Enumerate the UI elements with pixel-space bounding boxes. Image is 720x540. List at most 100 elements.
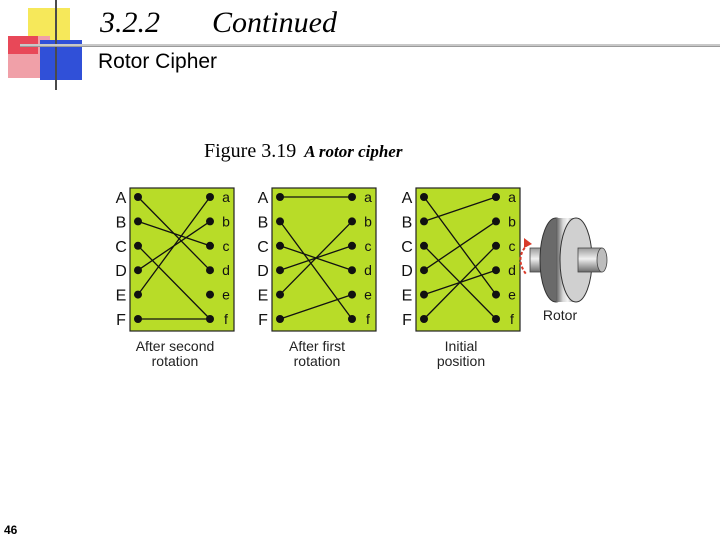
output-letter: b [364,213,372,229]
output-contact [492,241,500,250]
input-letter: A [116,190,127,207]
output-contact [206,266,214,275]
page-number: 46 [4,523,18,537]
output-letter: b [508,213,516,229]
figure-caption-text: A rotor cipher [304,142,403,161]
input-contact [276,217,284,226]
input-contact [276,315,284,323]
output-letter: d [364,262,372,278]
output-contact [206,193,214,201]
output-contact [492,290,500,299]
output-letter: e [364,287,372,303]
output-contact [206,241,214,250]
output-letter: a [508,189,516,205]
panel-caption-line2: rotation [294,353,341,369]
wire-2 [137,220,211,247]
output-contact [348,266,356,275]
rotation-arrowhead-icon [524,238,532,248]
rotor-label: Rotor [543,307,578,323]
input-contact [420,290,428,299]
input-contact [420,266,428,275]
slide-title: 3.2.2 Continued [100,6,337,40]
input-letter: E [116,288,127,305]
input-letter: D [257,263,269,280]
panel-caption-line2: position [437,353,485,369]
output-contact [492,217,500,226]
input-contact [420,241,428,250]
input-contact [276,266,284,275]
output-letter: c [509,238,516,254]
title-underline [20,44,720,46]
panel-caption-line2: rotation [152,353,199,369]
input-contact [134,241,142,250]
input-contact [134,315,142,323]
input-contact [134,217,142,226]
input-contact [134,266,142,275]
output-letter: f [510,311,514,327]
input-letter: F [402,312,412,329]
input-letter: B [258,214,269,231]
input-letter: B [116,214,127,231]
figure-caption: Figure 3.19 A rotor cipher [204,140,402,163]
rotor-shaft-end [596,247,608,273]
input-contact [276,241,284,250]
output-letter: f [366,311,370,327]
rotor-board [271,187,377,332]
input-letter: A [258,190,269,207]
wire-5 [279,220,353,296]
input-contact [276,290,284,299]
input-letter: D [401,263,413,280]
rotor-illustration: Rotor [519,217,608,323]
rotor-board [415,187,521,332]
input-letter: A [402,190,413,207]
output-contact [206,217,214,226]
output-contact [492,193,500,201]
rotor-board [129,187,235,332]
output-letter: c [223,238,230,254]
panel-caption-line1: Initial [445,338,478,354]
output-letter: b [222,213,230,229]
panel-caption-line1: After first [289,338,345,354]
figure-number: Figure 3.19 [204,140,297,162]
input-letter: B [402,214,413,231]
output-contact [492,266,500,275]
output-contact [206,315,214,323]
input-contact [420,315,428,323]
output-contact [348,193,356,201]
output-contact [348,315,356,323]
output-letter: f [224,311,228,327]
slide-title-number: 3.2.2 [100,6,160,39]
input-contact [276,193,284,201]
input-letter: F [258,312,268,329]
panel-caption-line1: After second [136,338,215,354]
output-letter: d [508,262,516,278]
input-letter: C [401,239,413,256]
rotation-arrow-icon [519,243,529,275]
slide-title-text: Continued [212,6,337,39]
input-letter: D [115,263,127,280]
input-letter: F [116,312,126,329]
output-letter: e [508,287,516,303]
output-letter: d [222,262,230,278]
output-contact [348,290,356,299]
output-contact [492,315,500,323]
wire-2 [423,196,497,223]
wire-4 [423,220,497,271]
output-letter: c [365,238,372,254]
wire-5 [137,196,211,295]
input-letter: E [258,288,269,305]
slide-subtitle: Rotor Cipher [98,50,218,73]
input-letter: C [257,239,269,256]
wire-6 [279,293,353,320]
input-contact [420,193,428,201]
wire-3 [137,245,211,320]
input-letter: C [115,239,127,256]
input-letter: E [402,288,413,305]
output-contact [348,217,356,226]
output-contact [206,290,214,299]
wire-2 [279,221,353,320]
